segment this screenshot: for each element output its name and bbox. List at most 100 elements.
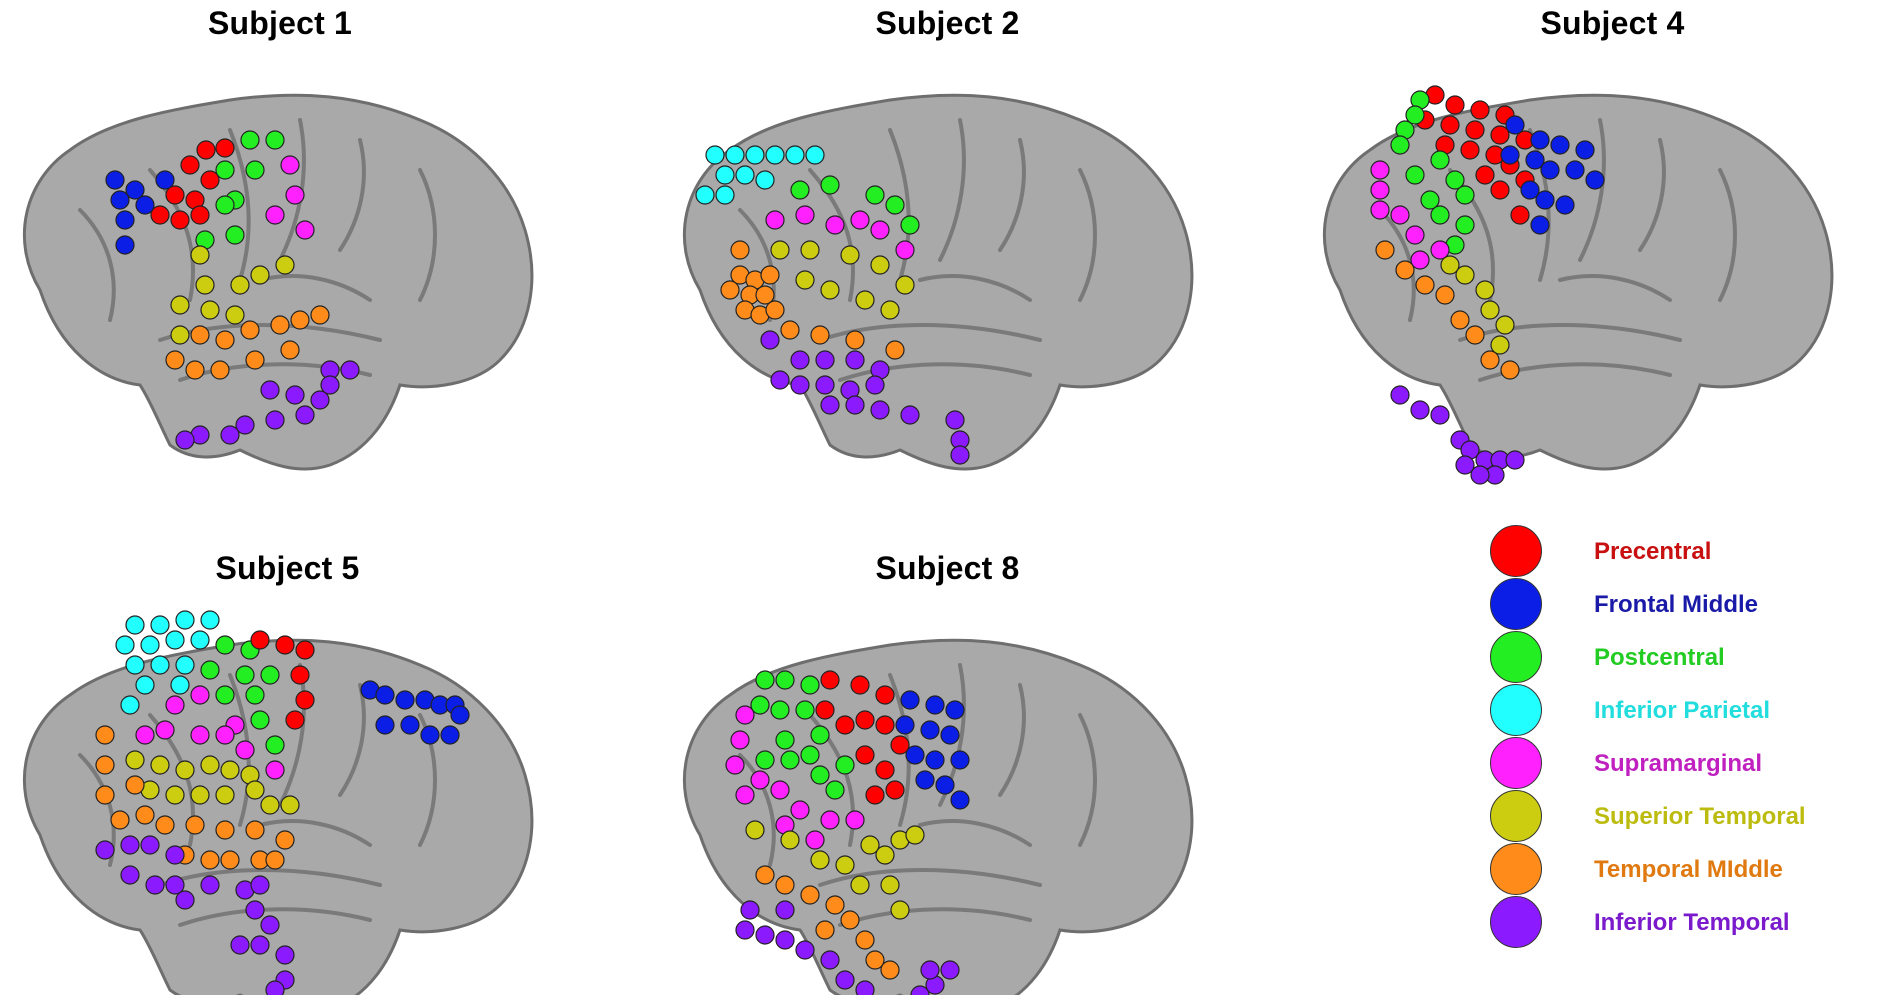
brain-map-subject-2 <box>682 93 1194 471</box>
electrode-superior-temporal <box>280 795 300 815</box>
legend-item-temporal-middle: Temporal MIddle <box>1480 843 1880 895</box>
brain-sulcus <box>918 819 1032 847</box>
electrode-postcentral <box>800 675 820 695</box>
electrode-temporal-middle <box>855 930 875 950</box>
brain-sulcus <box>1378 208 1416 322</box>
electrode-precentral <box>815 700 835 720</box>
panel-subject-2: Subject 2 <box>660 0 1260 471</box>
legend-swatch <box>1490 684 1542 736</box>
electrode-inferior-temporal <box>815 350 835 370</box>
electrode-superior-temporal <box>165 785 185 805</box>
electrode-temporal-middle <box>95 755 115 775</box>
electrode-superior-temporal <box>1440 255 1460 275</box>
electrode-superior-temporal <box>850 875 870 895</box>
electrode-temporal-middle <box>840 910 860 930</box>
electrode-temporal-middle <box>1450 310 1470 330</box>
electrode-postcentral <box>835 755 855 775</box>
electrode-frontal-middle <box>1540 160 1560 180</box>
electrode-superior-temporal <box>745 820 765 840</box>
electrode-frontal-middle <box>1525 150 1545 170</box>
electrode-superior-temporal <box>150 755 170 775</box>
electrode-supramarginal <box>190 725 210 745</box>
electrode-superior-temporal <box>1480 300 1500 320</box>
electrode-inferior-temporal <box>260 380 280 400</box>
electrode-inferior-parietal <box>745 145 765 165</box>
electrode-inferior-temporal <box>1410 400 1430 420</box>
brain-sulcus <box>158 868 382 887</box>
electrode-superior-temporal <box>1490 335 1510 355</box>
panel-subject-4: Subject 4 <box>1300 0 1900 485</box>
electrode-postcentral <box>1430 150 1450 170</box>
electrode-temporal-middle <box>865 950 885 970</box>
electrode-frontal-middle <box>1530 130 1550 150</box>
electrode-precentral <box>1465 120 1485 140</box>
electrode-inferior-temporal <box>95 840 115 860</box>
electrode-precentral <box>1510 205 1530 225</box>
electrode-superior-temporal <box>810 850 830 870</box>
electrode-inferior-parietal <box>120 695 140 715</box>
electrode-frontal-middle <box>1535 190 1555 210</box>
brain-sulcus <box>1638 138 1666 252</box>
electrode-superior-temporal <box>800 240 820 260</box>
electrode-frontal-middle <box>135 195 155 215</box>
electrode-inferior-temporal <box>770 370 790 390</box>
electrode-inferior-parietal <box>695 185 715 205</box>
electrode-precentral <box>165 185 185 205</box>
electrode-supramarginal <box>215 725 235 745</box>
electrode-supramarginal <box>735 705 755 725</box>
electrode-inferior-temporal <box>760 330 780 350</box>
electrode-inferior-temporal <box>870 400 890 420</box>
electrode-superior-temporal <box>220 760 240 780</box>
electrode-supramarginal <box>730 730 750 750</box>
electrode-frontal-middle <box>440 725 460 745</box>
electrode-superior-temporal <box>190 785 210 805</box>
brain-map-subject-8 <box>682 638 1194 995</box>
electrode-inferior-temporal <box>790 350 810 370</box>
electrode-superior-temporal <box>245 780 265 800</box>
electrode-supramarginal <box>280 155 300 175</box>
electrode-precentral <box>1490 125 1510 145</box>
electrode-inferior-temporal <box>120 865 140 885</box>
electrode-postcentral <box>750 695 770 715</box>
electrode-frontal-middle <box>945 700 965 720</box>
electrode-precentral <box>1440 115 1460 135</box>
electrode-precentral <box>890 735 910 755</box>
electrode-superior-temporal <box>190 245 210 265</box>
electrode-precentral <box>875 760 895 780</box>
electrode-inferior-temporal <box>310 390 330 410</box>
electrode-supramarginal <box>795 205 815 225</box>
electrode-inferior-temporal <box>1390 385 1410 405</box>
legend-swatch <box>1490 896 1542 948</box>
electrode-temporal-middle <box>1395 260 1415 280</box>
electrode-frontal-middle <box>925 750 945 770</box>
legend-swatch <box>1490 790 1542 842</box>
electrode-supramarginal <box>850 210 870 230</box>
electrode-frontal-middle <box>375 715 395 735</box>
electrode-precentral <box>295 690 315 710</box>
electrode-frontal-middle <box>915 770 935 790</box>
legend-label: Precentral <box>1594 538 1712 565</box>
electrode-postcentral <box>215 195 235 215</box>
electrode-postcentral <box>250 710 270 730</box>
electrode-temporal-middle <box>800 885 820 905</box>
electrode-frontal-middle <box>105 170 125 190</box>
electrode-inferior-temporal <box>1430 405 1450 425</box>
electrode-postcentral <box>770 700 790 720</box>
electrode-postcentral <box>755 670 775 690</box>
brain-sulcus <box>258 274 372 302</box>
panel-subject-8: Subject 8 <box>660 545 1260 995</box>
electrode-frontal-middle <box>900 690 920 710</box>
electrode-inferior-temporal <box>295 405 315 425</box>
electrode-precentral <box>820 670 840 690</box>
electrode-supramarginal <box>820 810 840 830</box>
legend-label: Inferior Temporal <box>1594 909 1790 936</box>
electrode-temporal-middle <box>810 325 830 345</box>
electrode-superior-temporal <box>125 750 145 770</box>
electrode-precentral <box>200 170 220 190</box>
electrode-inferior-temporal <box>145 875 165 895</box>
electrode-inferior-temporal <box>820 950 840 970</box>
electrode-supramarginal <box>725 755 745 775</box>
legend-item-superior-temporal: Superior Temporal <box>1480 790 1880 842</box>
electrode-temporal-middle <box>95 785 115 805</box>
brain-sulcus <box>998 138 1026 252</box>
